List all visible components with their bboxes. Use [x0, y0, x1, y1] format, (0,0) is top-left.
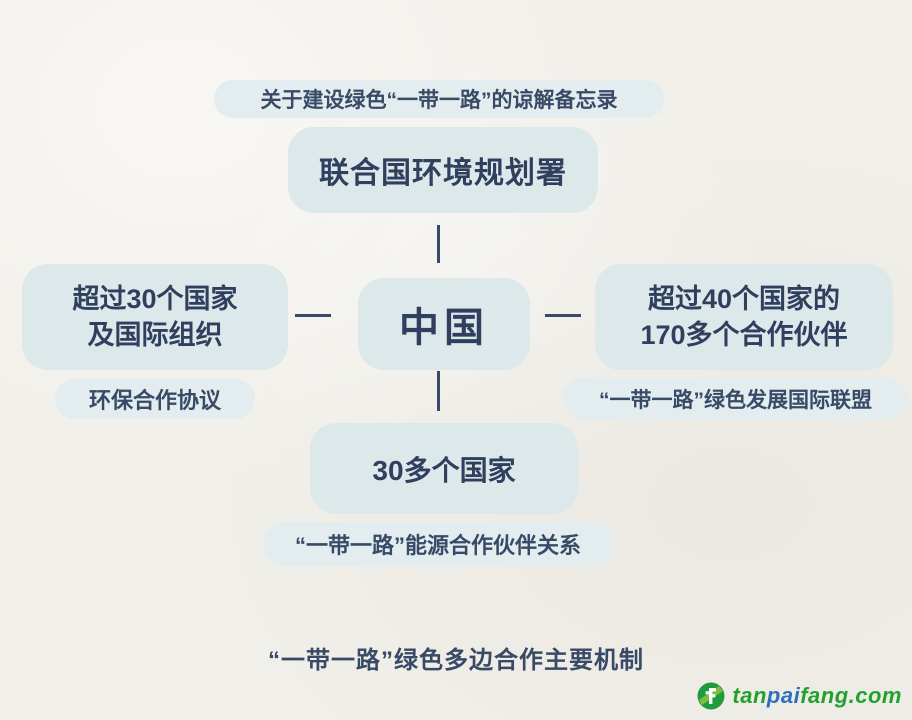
node-china-label: 中国: [399, 306, 489, 350]
env-agreement-note: 环保合作协议: [55, 379, 255, 419]
watermark-part-tan: tan: [732, 683, 767, 708]
energy-partnership-note: “一带一路”能源合作伙伴关系: [263, 522, 613, 566]
memorandum-note-label: 关于建设绿色“一带一路”的谅解备忘录: [260, 89, 618, 112]
env-agreement-note-label: 环保合作协议: [88, 388, 221, 413]
node-china: 中国: [358, 278, 530, 370]
green-coalition-note: “一带一路”绿色发展国际联盟: [563, 378, 908, 419]
node-left-countries: 超过30个国家 及国际组织: [22, 264, 288, 370]
node-right-line1: 超过40个国家的: [647, 283, 841, 314]
tanpaifang-logo-icon: [697, 682, 725, 710]
node-left-line1: 超过30个国家: [72, 283, 238, 314]
connector-right: [545, 314, 581, 317]
energy-partnership-note-label: “一带一路”能源合作伙伴关系: [294, 533, 581, 558]
node-unep-label: 联合国环境规划署: [319, 157, 567, 190]
green-coalition-note-label: “一带一路”绿色发展国际联盟: [599, 388, 872, 412]
node-bottom-label: 30多个国家: [372, 454, 516, 486]
connector-top: [437, 225, 440, 263]
connector-left: [295, 314, 331, 317]
memorandum-note: 关于建设绿色“一带一路”的谅解备忘录: [214, 80, 664, 118]
node-bottom-countries: 30多个国家: [310, 423, 578, 514]
diagram-caption: “一带一路”绿色多边合作主要机制: [268, 647, 644, 674]
watermark: tanpaifang.com: [697, 682, 902, 710]
watermark-part-fang: fang.com: [800, 683, 902, 708]
connector-bottom: [437, 371, 440, 411]
node-left-line2: 及国际组织: [87, 320, 223, 350]
node-unep: 联合国环境规划署: [288, 127, 598, 213]
node-right-partners: 超过40个国家的 170多个合作伙伴: [595, 264, 893, 370]
node-right-line2: 170多个合作伙伴: [640, 320, 848, 350]
watermark-part-pai: pai: [766, 683, 801, 708]
watermark-site-text: tanpaifang.com: [732, 683, 902, 709]
